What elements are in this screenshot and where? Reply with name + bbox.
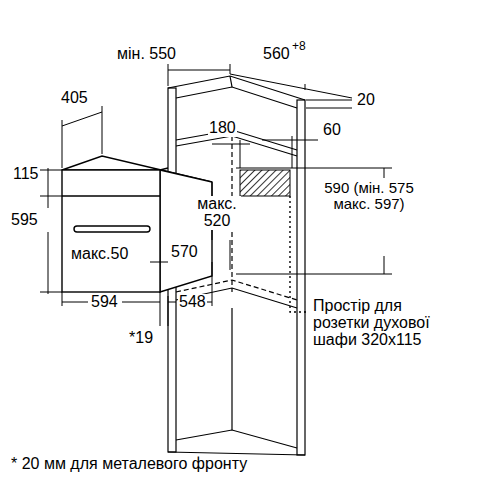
dimension-label: 595 bbox=[10, 212, 39, 229]
dimension-label: 20 bbox=[356, 92, 376, 109]
dimension-label: 594 bbox=[90, 294, 119, 311]
dimension-label: 590 (мін. 575 макс. 597) bbox=[312, 180, 426, 212]
dimension-label: 60 bbox=[322, 122, 342, 139]
footnote-label: * 20 мм для металевого фронту bbox=[10, 456, 248, 473]
dimension-label: макс.50 bbox=[70, 246, 129, 263]
dimension-label: 560 bbox=[262, 46, 291, 63]
oven bbox=[62, 156, 212, 292]
tolerance-label: +8 bbox=[291, 40, 307, 53]
dimension-label: 115 bbox=[12, 166, 40, 183]
dimension-label: 405 bbox=[60, 90, 89, 107]
dimension-label: 570 bbox=[170, 244, 199, 261]
socket-area bbox=[240, 170, 290, 196]
dimension-label: 548 bbox=[178, 294, 207, 311]
note-label: Простір для розетки духової шафи 320x115 bbox=[312, 298, 452, 348]
dimension-label: макс. 520 bbox=[193, 196, 241, 230]
socket-leader bbox=[290, 196, 308, 312]
dimension-label: мін. 550 bbox=[116, 46, 177, 63]
dimension-label: 180 bbox=[208, 120, 237, 137]
footnote-mark-label: *19 bbox=[128, 330, 154, 347]
